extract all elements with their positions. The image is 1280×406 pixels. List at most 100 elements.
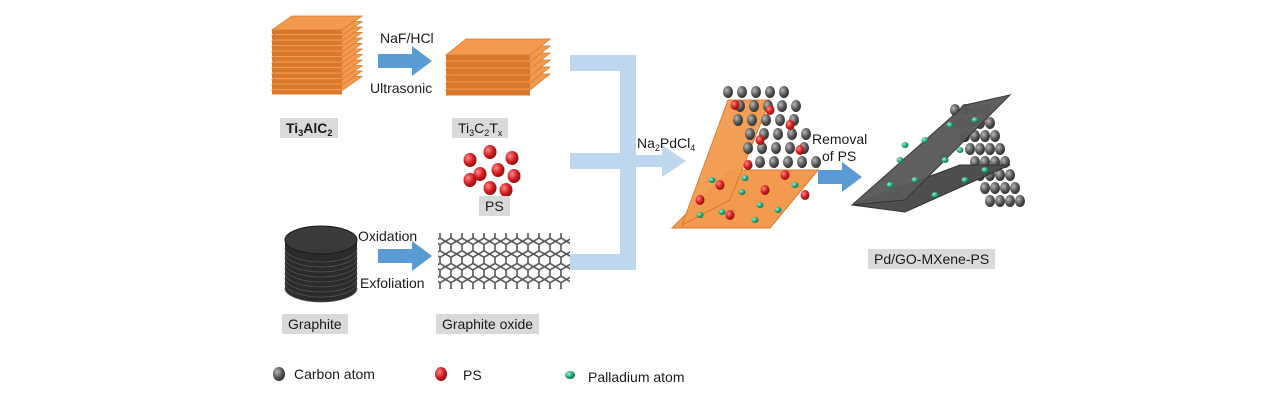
palladium-atom [886,182,894,188]
ps-bead [491,163,505,177]
graphite-label: Graphite [282,314,348,334]
carbon-atom [791,100,801,112]
carbon-atom [985,195,995,207]
ti3c2tx-layer-edge [446,76,530,82]
ps-bead [499,183,513,197]
ps-bead [765,105,775,115]
carbon-atom [1005,195,1015,207]
palladium-atom [931,192,939,198]
palladium-atom [946,122,954,128]
ps-bead [795,145,805,155]
legend-palladium-icon [565,371,575,379]
carbon-atom [990,130,1000,142]
ti3alc2-layer-edge [272,52,342,56]
carbon-atom [757,142,767,154]
ti3c2tx-layer-edge [446,90,530,96]
ps-bead [507,169,521,183]
removal-label-line1: Removal [812,131,868,147]
ti3alc2-layer-edge [272,57,342,62]
carbon-atom [749,100,759,112]
ti3alc2-layer-edge [272,46,342,51]
carbon-atom [785,142,795,154]
palladium-atom [756,202,764,208]
carbon-atom [1000,182,1010,194]
ti3c2tx-label: Ti3C2Tx [452,118,509,138]
ps-bead [755,135,765,145]
carbon-atom [980,182,990,194]
graphite-layer-line [284,267,358,283]
carbon-atom [811,156,821,168]
ti3c2tx-layer-edge [446,83,530,89]
palladium-atom [956,147,964,153]
ps-bead [695,195,705,205]
legend-ps-label: PS [463,367,482,383]
carbon-atom [787,128,797,140]
palladium-atom [696,212,704,218]
ps-bead-cluster-icon [463,145,521,197]
graphite-layer-line [284,257,358,273]
carbon-atom [771,142,781,154]
legend-ps-icon [435,367,447,381]
carbon-atom [733,114,743,126]
bracket-icon [570,55,686,270]
ultrasonic-label: Ultrasonic [370,80,433,96]
ti3c2tx-layer-edge [446,69,530,75]
carbon-atom [723,86,733,98]
carbon-atom [745,128,755,140]
mxene-go-ps-composite-icon [670,86,821,229]
ps-bead [463,153,477,167]
carbon-atom [761,114,771,126]
carbon-atom [985,143,995,155]
ti3alc2-layer-edge [272,90,342,95]
carbon-atom [1010,182,1020,194]
carbon-atom [965,143,975,155]
ps-bead [760,185,770,195]
graphite-layer-line [284,287,358,303]
carbon-atom [755,156,765,168]
palladium-atom [941,157,949,163]
legend-palladium-label: Palladium atom [588,369,685,385]
ti3alc2-layer-edge [272,30,342,34]
palladium-atom [911,177,919,183]
graphite-layer-line [284,277,358,293]
graphite-layer-line [284,252,358,268]
ps-bead [780,170,790,180]
product-label: Pd/GO-MXene-PS [868,249,996,269]
exfoliation-label: Exfoliation [360,275,425,291]
graphite-disk-icon [284,225,358,303]
ps-bead [473,167,487,181]
ti3alc2-layer-edge [272,79,342,84]
ps-bead [483,145,497,159]
carbon-atom [980,130,990,142]
ps-bead [730,100,740,110]
carbon-atom [747,114,757,126]
legend-carbon-label: Carbon atom [294,366,375,382]
exfoliation-arrow-icon [378,46,432,76]
ps-bead [483,181,497,195]
carbon-atom [990,182,1000,194]
ti3c2tx-layer-edge [446,55,530,61]
graphite-layer-line [284,272,358,288]
ti3alc2-layer-edge [272,41,342,45]
legend-carbon-icon [273,367,285,381]
ti3alc2-layer-edge [272,68,342,73]
oxidation-arrow-icon [378,241,432,271]
carbon-atom [751,86,761,98]
pd-go-mxene-ps-product-icon [850,94,1025,213]
palladium-atom [718,209,726,215]
ps-bead [785,120,795,130]
ti3alc2-stacked-layers-icon [270,15,364,95]
carbon-atom [797,156,807,168]
carbon-atom [995,143,1005,155]
ps-label: PS [479,196,510,216]
ti3alc2-layer-edge [272,85,342,89]
ps-bead [505,151,519,165]
ti3alc2-layer-edge [272,35,342,40]
ps-bead [715,180,725,190]
ps-bead [800,190,810,200]
na2pdcl4-label: Na2PdCl4 [637,135,696,153]
carbon-atom [985,117,995,129]
graphite-oxide-lattice-icon [438,233,570,289]
ti3alc2-label: Ti3AlC2 [280,118,339,138]
naf-hcl-label: NaF/HCl [380,30,434,46]
